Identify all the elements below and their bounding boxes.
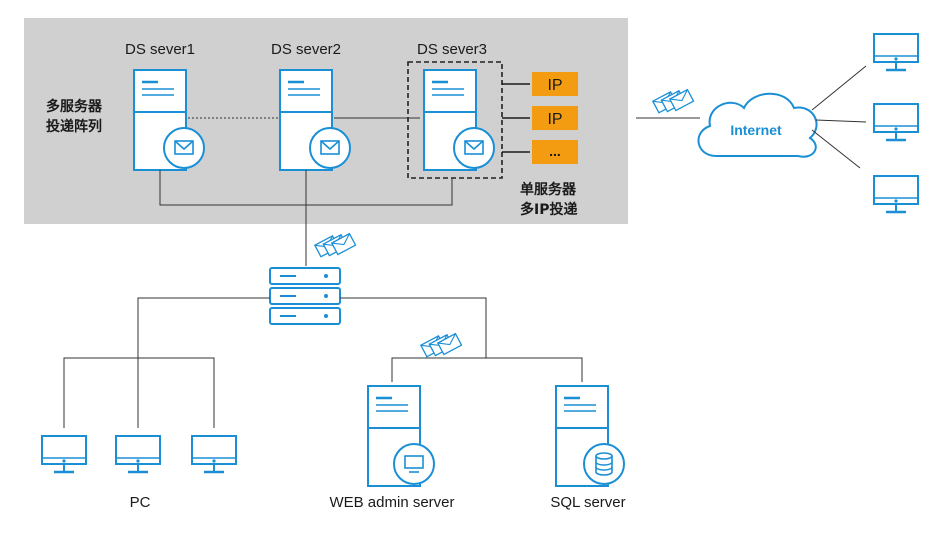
- mail-icon: [163, 127, 205, 169]
- dashed-box: [407, 61, 503, 179]
- multi-ip-label-line2: 多IP投递: [520, 201, 577, 218]
- monitor-icon: [114, 434, 162, 474]
- pc-label: PC: [130, 494, 151, 511]
- cluster-label-line2: 投递阵列: [46, 118, 102, 135]
- database-icon: [583, 443, 625, 485]
- cloud-icon: [697, 92, 818, 158]
- monitor-badge-icon: [393, 443, 435, 485]
- ds-server1-label: DS sever1: [125, 41, 195, 58]
- email-bundle-icon: [652, 83, 695, 119]
- mail-icon: [309, 127, 351, 169]
- monitor-icon: [872, 32, 920, 72]
- ip-tag-label: IP: [547, 77, 562, 94]
- cluster-label-line1: 多服务器: [46, 98, 103, 115]
- switch-icon: [269, 267, 341, 325]
- mail-icon: [453, 127, 495, 169]
- web-admin-label: WEB admin server: [329, 494, 454, 511]
- monitor-icon: [872, 174, 920, 214]
- monitor-icon: [190, 434, 238, 474]
- monitor-icon: [872, 102, 920, 142]
- ip-tag: [532, 140, 578, 164]
- internet-label: Internet: [730, 122, 782, 138]
- email-bundle-icon: [420, 327, 463, 363]
- ds-server2-label: DS sever2: [271, 41, 341, 58]
- ip-tag-label: ...: [549, 143, 561, 159]
- ip-tag: [532, 106, 578, 130]
- ip-tag: [532, 72, 578, 96]
- sql-server-label: SQL server: [550, 494, 625, 511]
- monitor-icon: [40, 434, 88, 474]
- multi-ip-label-line1: 单服务器: [520, 181, 577, 198]
- ds-server3-label: DS sever3: [417, 41, 487, 58]
- email-bundle-icon: [314, 227, 357, 263]
- ip-tag-label: IP: [547, 111, 562, 128]
